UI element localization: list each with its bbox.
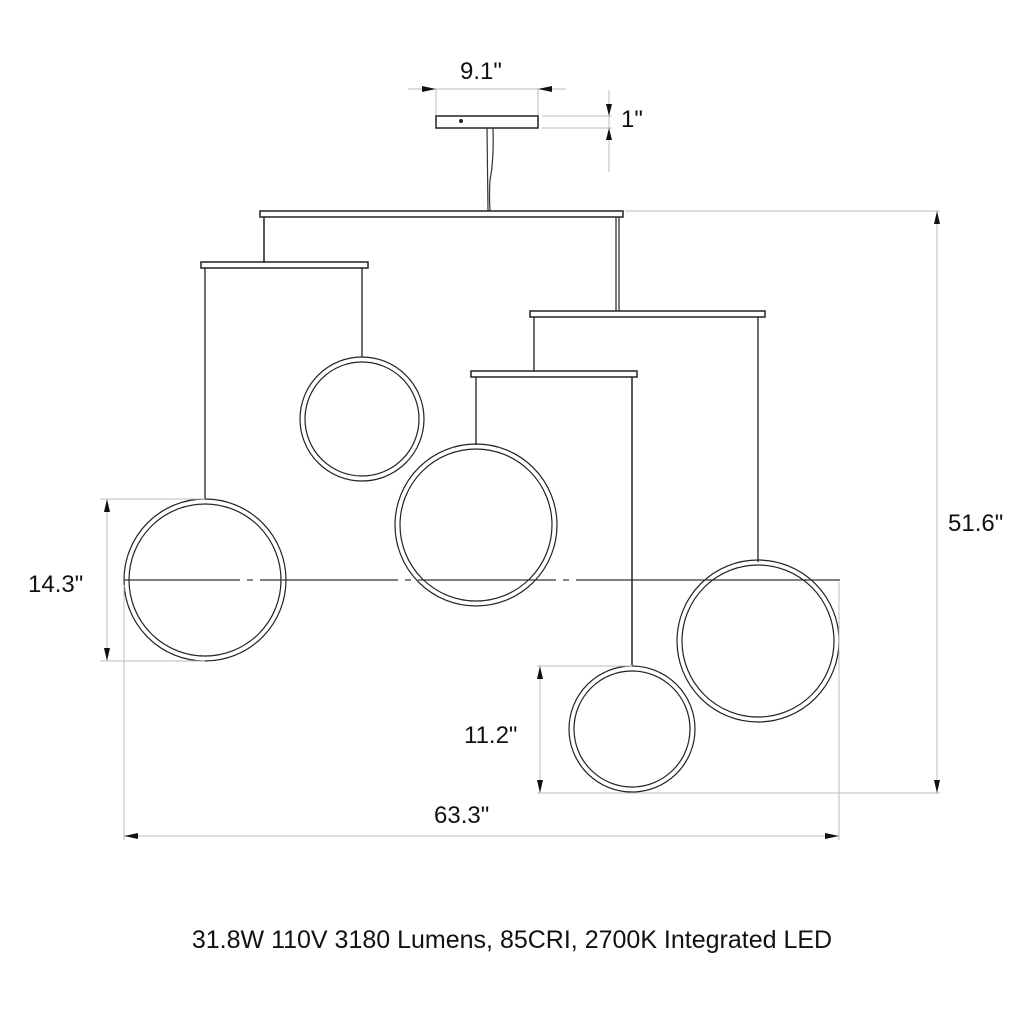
canopy-height-label: 1"	[621, 106, 643, 133]
left-bar	[200, 261, 369, 269]
small-ring-diameter-label: 11.2"	[464, 722, 518, 749]
large-ring-diameter-label: 14.3"	[28, 571, 84, 598]
stem-cord	[486, 127, 494, 212]
ring-small-lower	[568, 665, 696, 793]
overall-width-dimension	[123, 582, 840, 840]
right-bar	[529, 310, 766, 318]
ring-large-right	[676, 559, 840, 723]
middle-bar	[470, 370, 638, 378]
overall-height-label: 51.6"	[948, 510, 1004, 537]
top-bar	[259, 210, 624, 218]
drop-top-right	[615, 217, 620, 311]
overall-width-label: 63.3"	[434, 802, 490, 829]
large-ring-dimension	[100, 498, 205, 662]
canopy-width-label: 9.1"	[460, 58, 502, 85]
ring-large-middle	[394, 443, 558, 607]
small-ring-dimension	[537, 665, 940, 794]
overall-height-dimension	[934, 211, 940, 793]
canopy-height-dimension	[542, 90, 612, 172]
canopy-width-dimension	[408, 86, 566, 116]
spec-caption: 31.8W 110V 3180 Lumens, 85CRI, 2700K Int…	[191, 926, 833, 954]
canopy	[435, 115, 539, 129]
ring-small-upper	[299, 356, 425, 482]
